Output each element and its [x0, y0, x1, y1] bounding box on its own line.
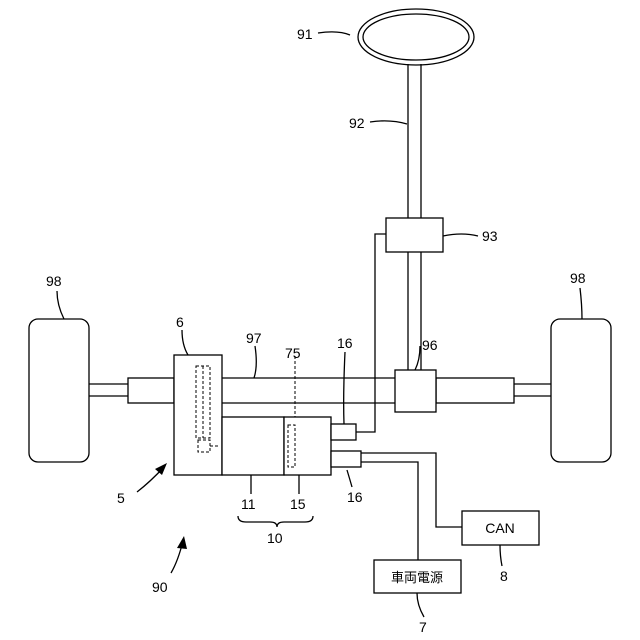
label-97: 97 — [246, 330, 262, 346]
label-15: 15 — [290, 496, 306, 512]
power-wire — [361, 462, 418, 560]
label-98-right: 98 — [570, 270, 586, 286]
label-16-lower: 16 — [347, 489, 363, 505]
can-label: CAN — [485, 520, 515, 536]
label-90: 90 — [152, 579, 168, 595]
label-16-upper: 16 — [337, 335, 353, 351]
label-91: 91 — [297, 26, 313, 42]
label-7: 7 — [419, 619, 427, 635]
pinion-box — [395, 370, 436, 412]
arrow-vehicle — [171, 536, 187, 573]
label-8: 8 — [500, 568, 508, 584]
label-92: 92 — [349, 115, 365, 131]
group-brace — [238, 516, 313, 527]
label-11: 11 — [241, 496, 256, 512]
torque-sensor — [386, 218, 443, 252]
arrow-unit — [137, 463, 167, 492]
connector-upper — [331, 424, 356, 440]
steering-shaft — [408, 64, 421, 370]
label-10: 10 — [267, 530, 283, 546]
label-75: 75 — [285, 345, 301, 361]
steering-wheel — [358, 9, 474, 65]
wheel-right — [551, 319, 611, 462]
can-wire — [361, 453, 462, 527]
label-98-left: 98 — [46, 273, 62, 289]
label-96: 96 — [422, 337, 438, 353]
label-93: 93 — [482, 228, 498, 244]
label-5: 5 — [117, 490, 125, 506]
connector-lower — [331, 451, 361, 467]
power-label: 車両電源 — [391, 571, 443, 586]
wheel-left — [29, 319, 89, 462]
signal-wire — [356, 234, 386, 432]
label-6: 6 — [176, 314, 184, 330]
housing — [174, 355, 222, 475]
motor-ecu-unit — [222, 356, 331, 475]
